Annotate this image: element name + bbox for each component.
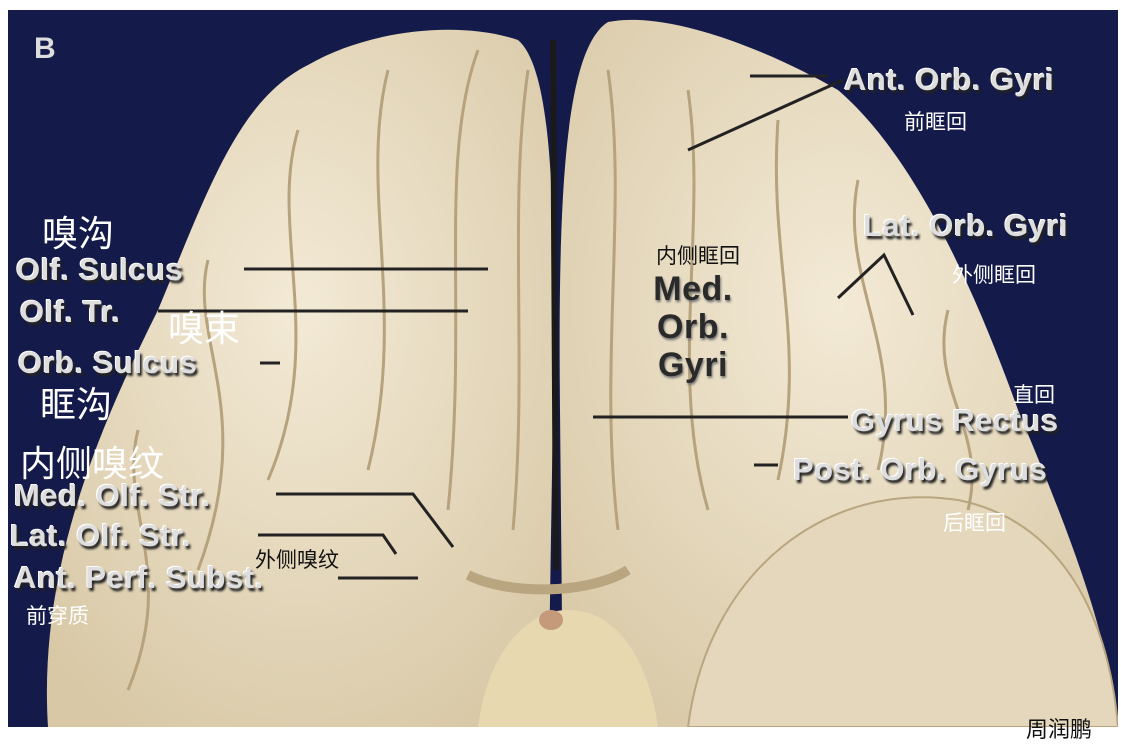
label-orb-line: Orb.: [657, 308, 729, 346]
label-lat-orb-gyri: Lat. Orb. Gyri: [863, 208, 1069, 243]
label-post-orb-gyrus: Post. Orb. Gyrus: [793, 452, 1048, 487]
gyri-lines: [126, 49, 974, 691]
temporal-lobe-right: [686, 496, 1118, 727]
label-med-line: Med.: [653, 270, 733, 308]
label-cn-med-olf-str: 内侧嗅纹: [20, 444, 165, 485]
label-cn-orb-sulcus: 眶沟: [40, 385, 113, 426]
brain-photo: B Ant. Orb. Gyri 前眶回 Lat. Orb. Gyri 外侧眶回…: [8, 10, 1118, 727]
label-med-olf-str: Med. Olf. Str.: [14, 478, 211, 513]
label-med-orb-gyri: Med. Orb. Gyri: [648, 270, 738, 384]
label-orb-sulcus: Orb. Sulcus: [18, 345, 198, 380]
label-cn-olf-tr: 嗅束: [168, 309, 241, 350]
label-cn-lat-orb-gyri: 外侧眶回: [952, 263, 1036, 287]
brain-illustration: [46, 19, 1118, 727]
label-gyrus-rectus: Gyrus Rectus: [851, 403, 1059, 438]
label-lat-olf-str: Lat. Olf. Str.: [10, 518, 191, 553]
label-cn-ant-perf-subst: 前穿质: [26, 604, 89, 628]
label-gyri-line: Gyri: [657, 346, 729, 384]
label-ant-orb-gyri: Ant. Orb. Gyri: [844, 62, 1055, 97]
label-ant-perf-subst: Ant. Perf. Subst.: [14, 560, 264, 595]
label-olf-tr: Olf. Tr.: [20, 294, 121, 329]
label-olf-sulcus: Olf. Sulcus: [16, 252, 184, 287]
left-hemisphere: [46, 29, 554, 727]
label-cn-med-orb-gyri: 内侧眶回: [656, 244, 740, 268]
label-cn-gyrus-rectus: 直回: [1013, 383, 1055, 407]
label-cn-ant-orb-gyri: 前眶回: [904, 110, 967, 134]
label-cn-olf-sulcus: 嗅沟: [42, 214, 115, 255]
brainstem: [478, 610, 658, 727]
watermark: 周润鹏: [1026, 718, 1093, 743]
label-cn-post-orb-gyrus: 后眶回: [943, 511, 1006, 535]
longitudinal-fissure: [550, 39, 559, 571]
optic-chiasm: [465, 565, 631, 595]
panel-letter: B: [34, 32, 56, 65]
label-cn-lat-olf-str: 外侧嗅纹: [255, 548, 339, 572]
leader-lines: [158, 74, 915, 580]
pituitary-stalk: [539, 610, 563, 630]
